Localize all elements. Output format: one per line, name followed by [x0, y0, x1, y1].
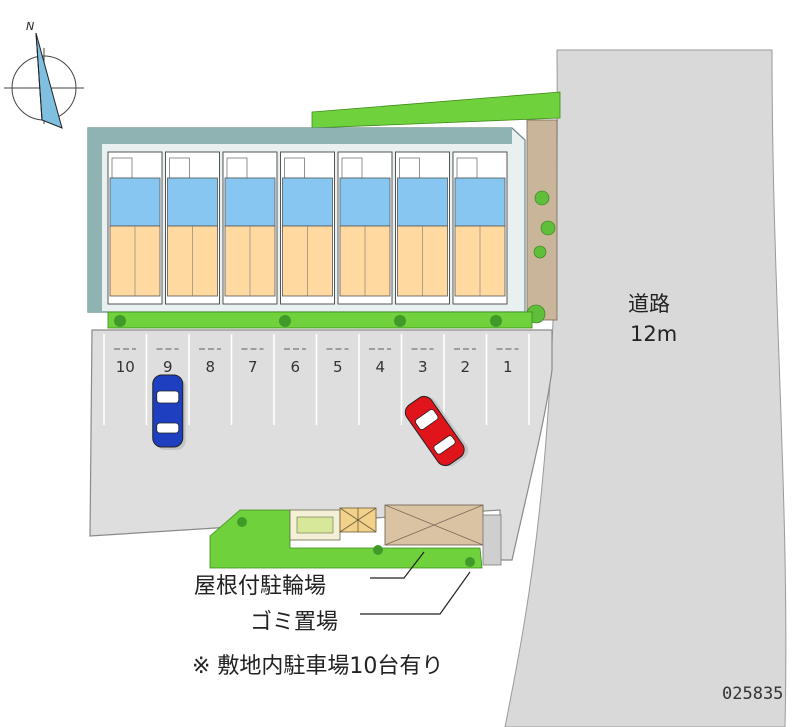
stall-number: 6	[290, 358, 300, 376]
south-lot-greenery	[209, 509, 483, 569]
east-shrubs	[526, 190, 556, 324]
unit-entry	[341, 157, 363, 179]
unit-wet-area	[339, 177, 391, 227]
stall-number: 8	[205, 358, 215, 376]
unit-entry	[169, 157, 190, 179]
bike-parking-label: 屋根付駐輪場	[194, 574, 327, 599]
unit	[280, 151, 335, 305]
bike-leader-line	[370, 551, 425, 579]
site-wall-top	[88, 128, 512, 144]
unit-entry	[111, 157, 133, 179]
unit-wet-area	[224, 177, 276, 227]
road-name-label: 道路	[628, 292, 670, 316]
stall-number: 7	[248, 358, 258, 376]
compass-north-label: N	[26, 20, 35, 33]
south-shrubs	[114, 315, 502, 327]
unit-wet-area	[167, 177, 218, 227]
unit-entry	[456, 157, 478, 179]
stall-number: 5	[333, 358, 343, 376]
bike-shelter-roof	[339, 507, 377, 533]
gate-box	[482, 514, 502, 566]
unit	[222, 151, 278, 305]
unit-wet-area	[397, 177, 448, 227]
unit-wet-area	[109, 177, 161, 227]
stall-number: 2	[460, 358, 470, 376]
east-walkway	[526, 119, 558, 321]
unit-wet-area	[282, 177, 333, 227]
north-greenery	[311, 91, 561, 129]
compass-needle	[35, 32, 63, 129]
unit	[107, 151, 163, 305]
unit	[165, 151, 220, 305]
car	[404, 395, 469, 467]
unit-entry	[399, 157, 420, 179]
south-greenery	[107, 311, 533, 329]
parked-cars	[152, 374, 469, 467]
road-width-label: 12m	[630, 322, 678, 346]
unit-entry	[284, 157, 305, 179]
apartment-units	[107, 151, 508, 305]
stall-number: 4	[375, 358, 385, 376]
unit-wet-area	[454, 177, 506, 227]
compass	[4, 32, 84, 129]
parking-lot	[89, 329, 553, 561]
garbage-label: ゴミ置場	[250, 610, 339, 635]
car	[152, 374, 186, 450]
stall-number: 9	[163, 358, 173, 376]
parking-note: ※ 敷地内駐車場10台有り	[192, 654, 444, 679]
parking-stalls: 10 9 8 7 6 5 4 3 2 1	[103, 334, 530, 425]
stall-number: 1	[503, 358, 513, 376]
stall-number: 3	[418, 358, 428, 376]
unit	[395, 151, 450, 305]
bike-shelter-inner	[296, 516, 334, 534]
site-wall-left	[88, 128, 102, 312]
unit	[452, 151, 508, 305]
garbage-leader-line	[360, 571, 471, 615]
garbage-station	[384, 504, 484, 546]
stall-number: 10	[116, 358, 135, 376]
property-id: 025835	[722, 684, 784, 704]
lot-shrubs	[237, 517, 475, 567]
unit	[337, 151, 393, 305]
unit-entry	[226, 157, 248, 179]
